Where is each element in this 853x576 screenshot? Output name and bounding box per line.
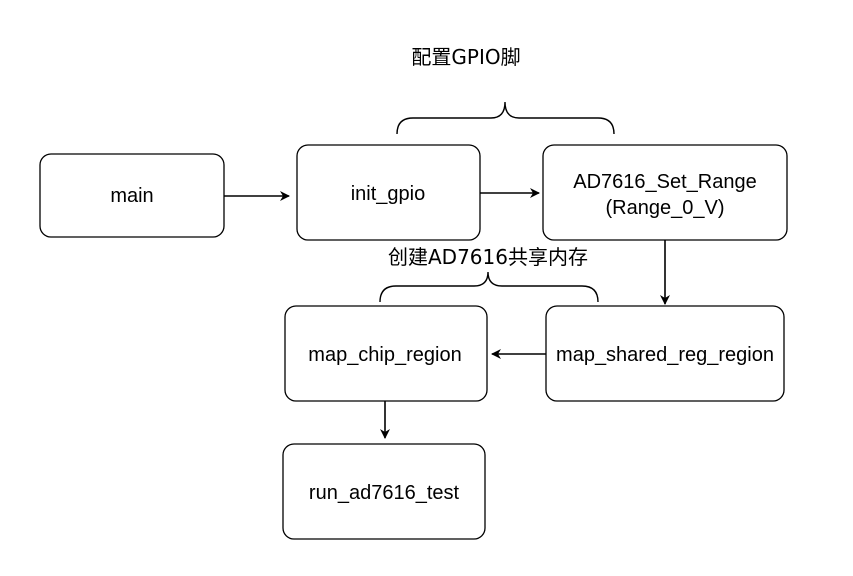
node-map-shared-reg-region: map_shared_reg_region bbox=[545, 305, 785, 402]
node-main-label: main bbox=[110, 185, 153, 207]
gpio-config-caption: 配置GPIO脚 bbox=[411, 45, 520, 69]
node-ad7616-set-range: AD7616_Set_Range (Range_0_V) bbox=[542, 144, 788, 241]
node-set-range-label-line2: (Range_0_V) bbox=[606, 197, 725, 219]
shared-memory-brace bbox=[379, 271, 599, 303]
node-map-chip-region: map_chip_region bbox=[284, 305, 488, 402]
shared-memory-caption: 创建AD7616共享内存 bbox=[388, 245, 588, 269]
node-run-test-label: run_ad7616_test bbox=[309, 482, 460, 504]
node-main: main bbox=[39, 153, 225, 238]
node-init-gpio: init_gpio bbox=[296, 144, 481, 241]
node-set-range-label-line1: AD7616_Set_Range bbox=[573, 171, 756, 193]
node-map-shared-reg-region-label: map_shared_reg_region bbox=[556, 344, 774, 366]
node-init-gpio-label: init_gpio bbox=[351, 183, 426, 205]
node-run-ad7616-test: run_ad7616_test bbox=[282, 443, 486, 540]
gpio-config-brace bbox=[396, 101, 615, 135]
node-map-chip-region-label: map_chip_region bbox=[308, 344, 461, 366]
